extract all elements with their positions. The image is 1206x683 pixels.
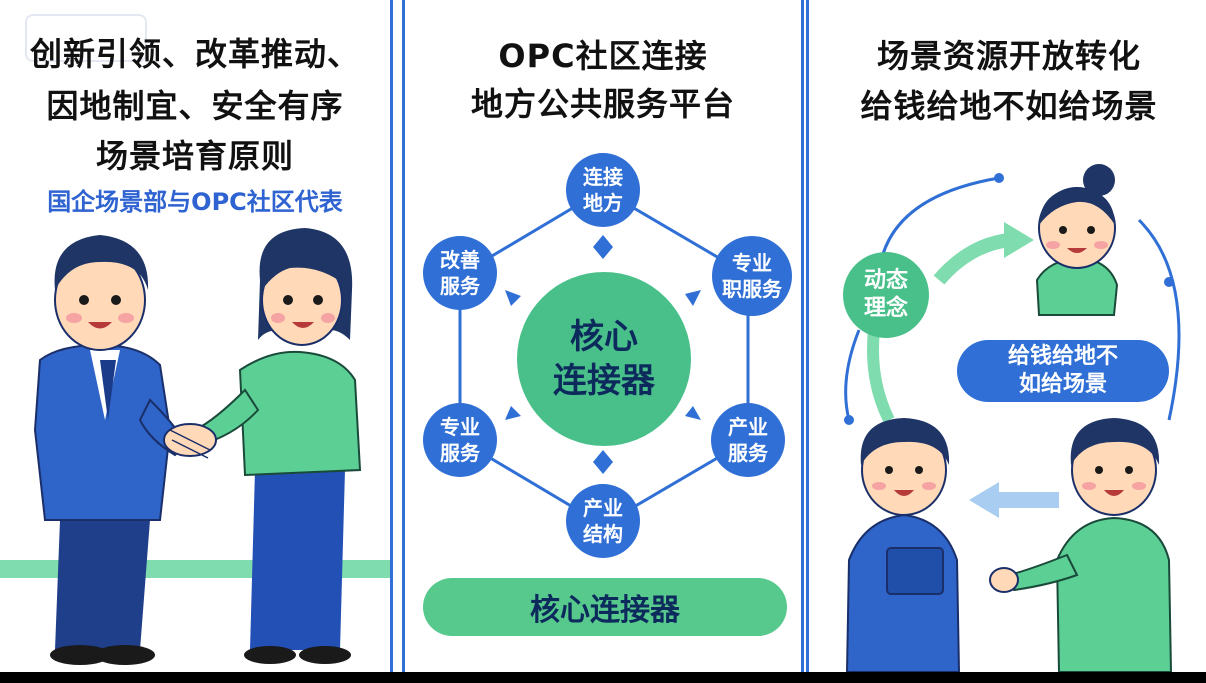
scenario-slogan-line1: 给钱给地不 xyxy=(1007,344,1118,369)
node-connect-local-line2: 地方 xyxy=(583,191,623,215)
node-industry-service-line1: 产业 xyxy=(728,415,768,439)
handshake-hands xyxy=(163,423,217,459)
node-industry-structure-line2: 结构 xyxy=(583,522,623,546)
dynamic-concept-line2: 理念 xyxy=(863,296,908,321)
platform-title-line-2: 地方公共服务平台 xyxy=(470,85,735,123)
core-connector-line1: 核心 xyxy=(570,317,638,357)
principles-subtitle: 国企场景部与OPC社区代表 xyxy=(47,188,343,216)
node-professional-service: 专业服务 xyxy=(423,403,497,477)
node-industry-service: 产业服务 xyxy=(711,403,785,477)
panel-principles: 创新引领、改革推动、 因地制宜、安全有序 场景培育原则 国企场景部与OPC社区代… xyxy=(0,0,393,672)
panel-platform: OPC社区连接 地方公共服务平台 连接地方 专业职服务 产业服务 产业结构 专业… xyxy=(402,0,804,672)
principles-title-line-2: 因地制宜、安全有序 xyxy=(46,87,344,125)
handshake-illustration xyxy=(0,228,390,665)
core-connector-circle: 核心连接器 xyxy=(517,272,691,446)
node-improve-service-line1: 改善 xyxy=(440,248,480,272)
node-professional-vocational-service: 专业职服务 xyxy=(712,236,792,316)
node-professional-vocational-line2: 职服务 xyxy=(722,277,782,301)
node-improve-service: 改善服务 xyxy=(423,236,497,310)
node-industry-structure: 产业结构 xyxy=(566,484,640,558)
node-professional-vocational-line1: 专业 xyxy=(732,251,772,275)
right-person-figure xyxy=(989,418,1173,672)
core-connector-line2: 连接器 xyxy=(553,361,655,401)
scenario-slogan-pill: 给钱给地不如给场景 xyxy=(957,340,1169,402)
node-professional-service-line2: 服务 xyxy=(440,441,480,465)
bottom-black-bar xyxy=(0,672,1206,683)
man-figure xyxy=(33,235,187,665)
scenario-slogan-line2: 如给场景 xyxy=(1018,372,1107,397)
node-connect-local: 连接地方 xyxy=(566,153,640,227)
scenario-title-line-1: 场景资源开放转化 xyxy=(876,37,1141,75)
scenario-title-line-2: 给钱给地不如给场景 xyxy=(860,87,1158,125)
node-professional-service-line1: 专业 xyxy=(440,415,480,439)
core-connector-banner: 核心连接器 xyxy=(423,578,787,636)
principles-title-line-3: 场景培育原则 xyxy=(95,137,294,175)
dynamic-concept-circle: 动态理念 xyxy=(843,252,929,338)
woman-figure xyxy=(193,228,362,664)
left-person-figure xyxy=(845,418,961,672)
node-connect-local-line1: 连接 xyxy=(583,165,623,189)
node-improve-service-line2: 服务 xyxy=(440,274,480,298)
scenario-cycle-illustration xyxy=(844,164,1181,672)
top-person-figure xyxy=(1035,164,1119,316)
dynamic-concept-line1: 动态 xyxy=(863,268,908,293)
node-industry-structure-line1: 产业 xyxy=(583,496,623,520)
watermark-box xyxy=(25,14,147,62)
panel-scenario: 场景资源开放转化 给钱给地不如给场景 xyxy=(806,0,1206,672)
node-industry-service-line2: 服务 xyxy=(728,441,768,465)
platform-title-line-1: OPC社区连接 xyxy=(498,37,708,75)
principles-title-line-1: 创新引领、改革推动、 xyxy=(29,35,360,73)
